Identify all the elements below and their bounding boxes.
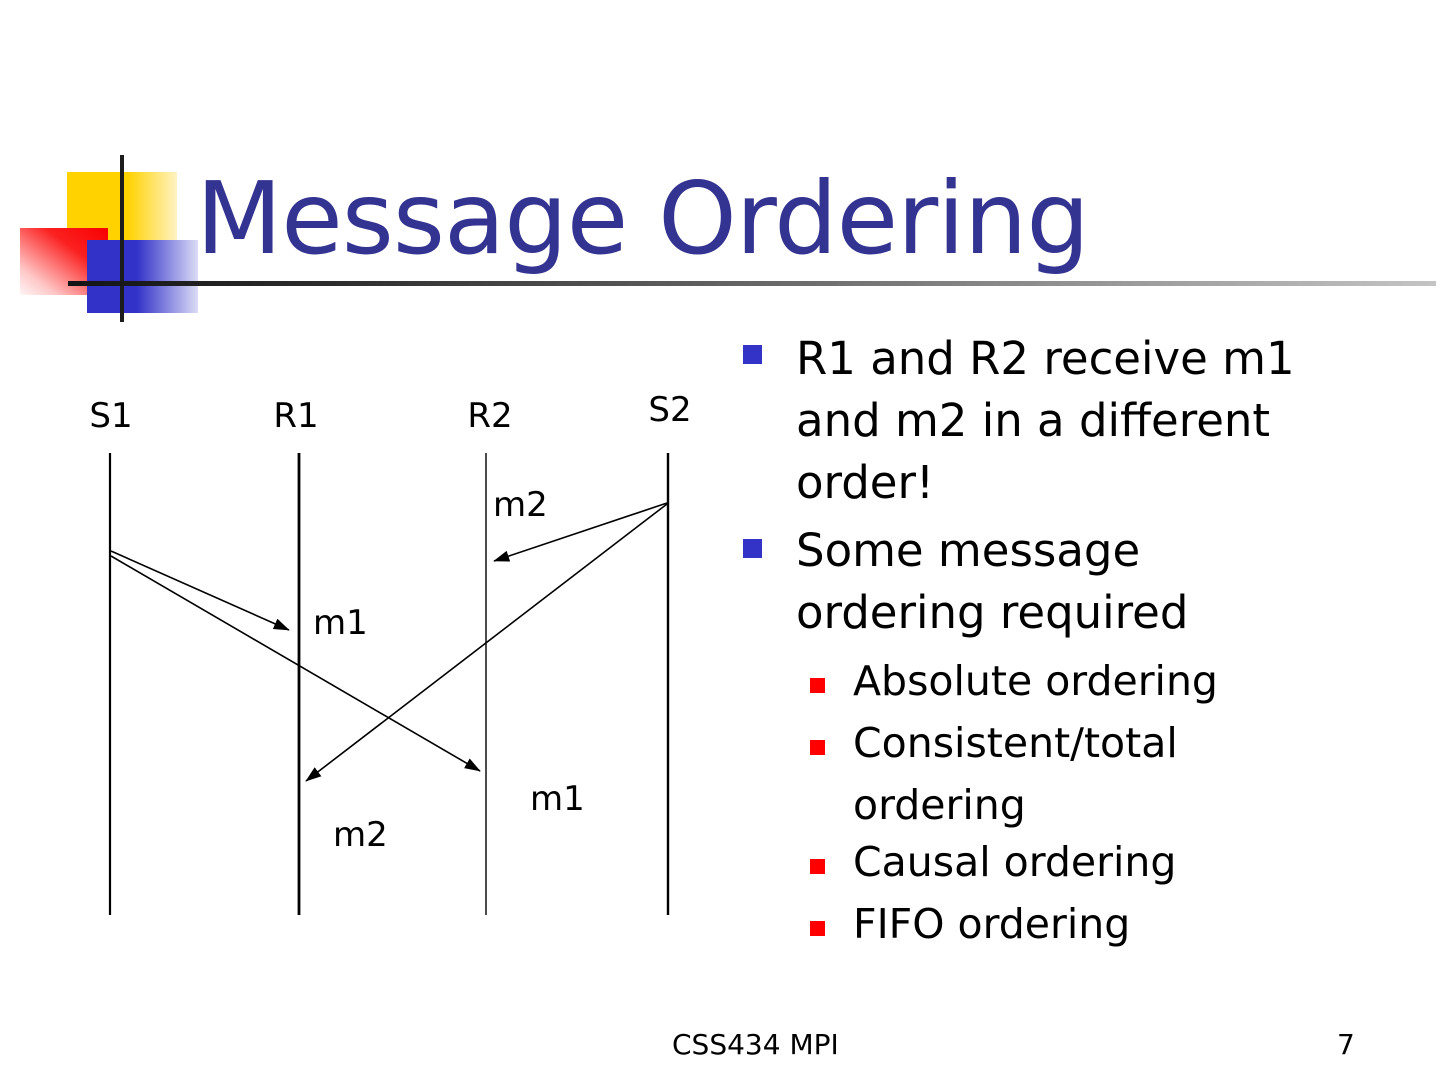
process-label-s2: S2: [648, 390, 691, 430]
bullet-line: Consistent/total: [853, 719, 1178, 767]
bullet-line: Some message: [796, 524, 1141, 577]
bullet-square-red: [810, 859, 825, 874]
message-sequence-diagram: S1 R1 R2 S2 m2 m1 m1 m2: [89, 390, 692, 915]
slide-title: Message Ordering: [196, 160, 1090, 277]
bullet-line: ordering: [853, 781, 1026, 829]
bullet-square-blue: [743, 539, 762, 558]
bullet-item-causal-ordering: Causal ordering: [743, 831, 1440, 893]
arrow-m1-s1-to-r1: [110, 550, 290, 631]
process-label-r2: R2: [467, 396, 512, 436]
message-label-m2-top: m2: [493, 485, 548, 525]
bullet-square-red: [810, 740, 825, 755]
bullet-line: R1 and R2 receive m1: [796, 332, 1295, 385]
bullet-square-blue: [743, 345, 762, 364]
bullet-item-fifo-ordering: FIFO ordering: [743, 893, 1440, 955]
bullet-line: and m2 in a different: [796, 394, 1271, 447]
bullet-square-red: [810, 921, 825, 936]
decoration-vertical-line: [120, 155, 124, 322]
bullet-line: Causal ordering: [853, 838, 1177, 886]
bullet-line: FIFO ordering: [853, 900, 1131, 948]
footer-text: CSS434 MPI: [672, 1028, 839, 1061]
bullet-line: ordering required: [796, 586, 1189, 639]
title-underline: [68, 281, 1436, 286]
process-label-s1: S1: [89, 396, 132, 436]
bullet-item-consistent-total-ordering: Consistent/total ordering: [743, 712, 1440, 836]
arrow-m1-s1-to-r2: [110, 555, 481, 772]
message-label-m1-bottom: m1: [530, 779, 585, 819]
decoration-blue-square: [87, 240, 198, 313]
arrow-m2-s2-to-r1: [305, 503, 668, 782]
bullet-item-absolute-ordering: Absolute ordering: [743, 650, 1440, 712]
process-label-r1: R1: [273, 396, 318, 436]
bullet-line: order!: [796, 456, 935, 509]
bullet-list: R1 and R2 receive m1 and m2 in a differe…: [743, 0, 1423, 1080]
message-label-m2-bottom: m2: [333, 815, 388, 855]
bullet-square-red: [810, 678, 825, 693]
bullet-item-ordering-required: Some message ordering required: [743, 520, 1440, 644]
message-label-m1-middle: m1: [313, 603, 368, 643]
bullet-line: Absolute ordering: [853, 657, 1218, 705]
bullet-item-receive-order: R1 and R2 receive m1 and m2 in a differe…: [743, 328, 1440, 514]
page-number: 7: [1337, 1028, 1355, 1061]
arrow-m2-s2-to-r2: [493, 502, 668, 562]
